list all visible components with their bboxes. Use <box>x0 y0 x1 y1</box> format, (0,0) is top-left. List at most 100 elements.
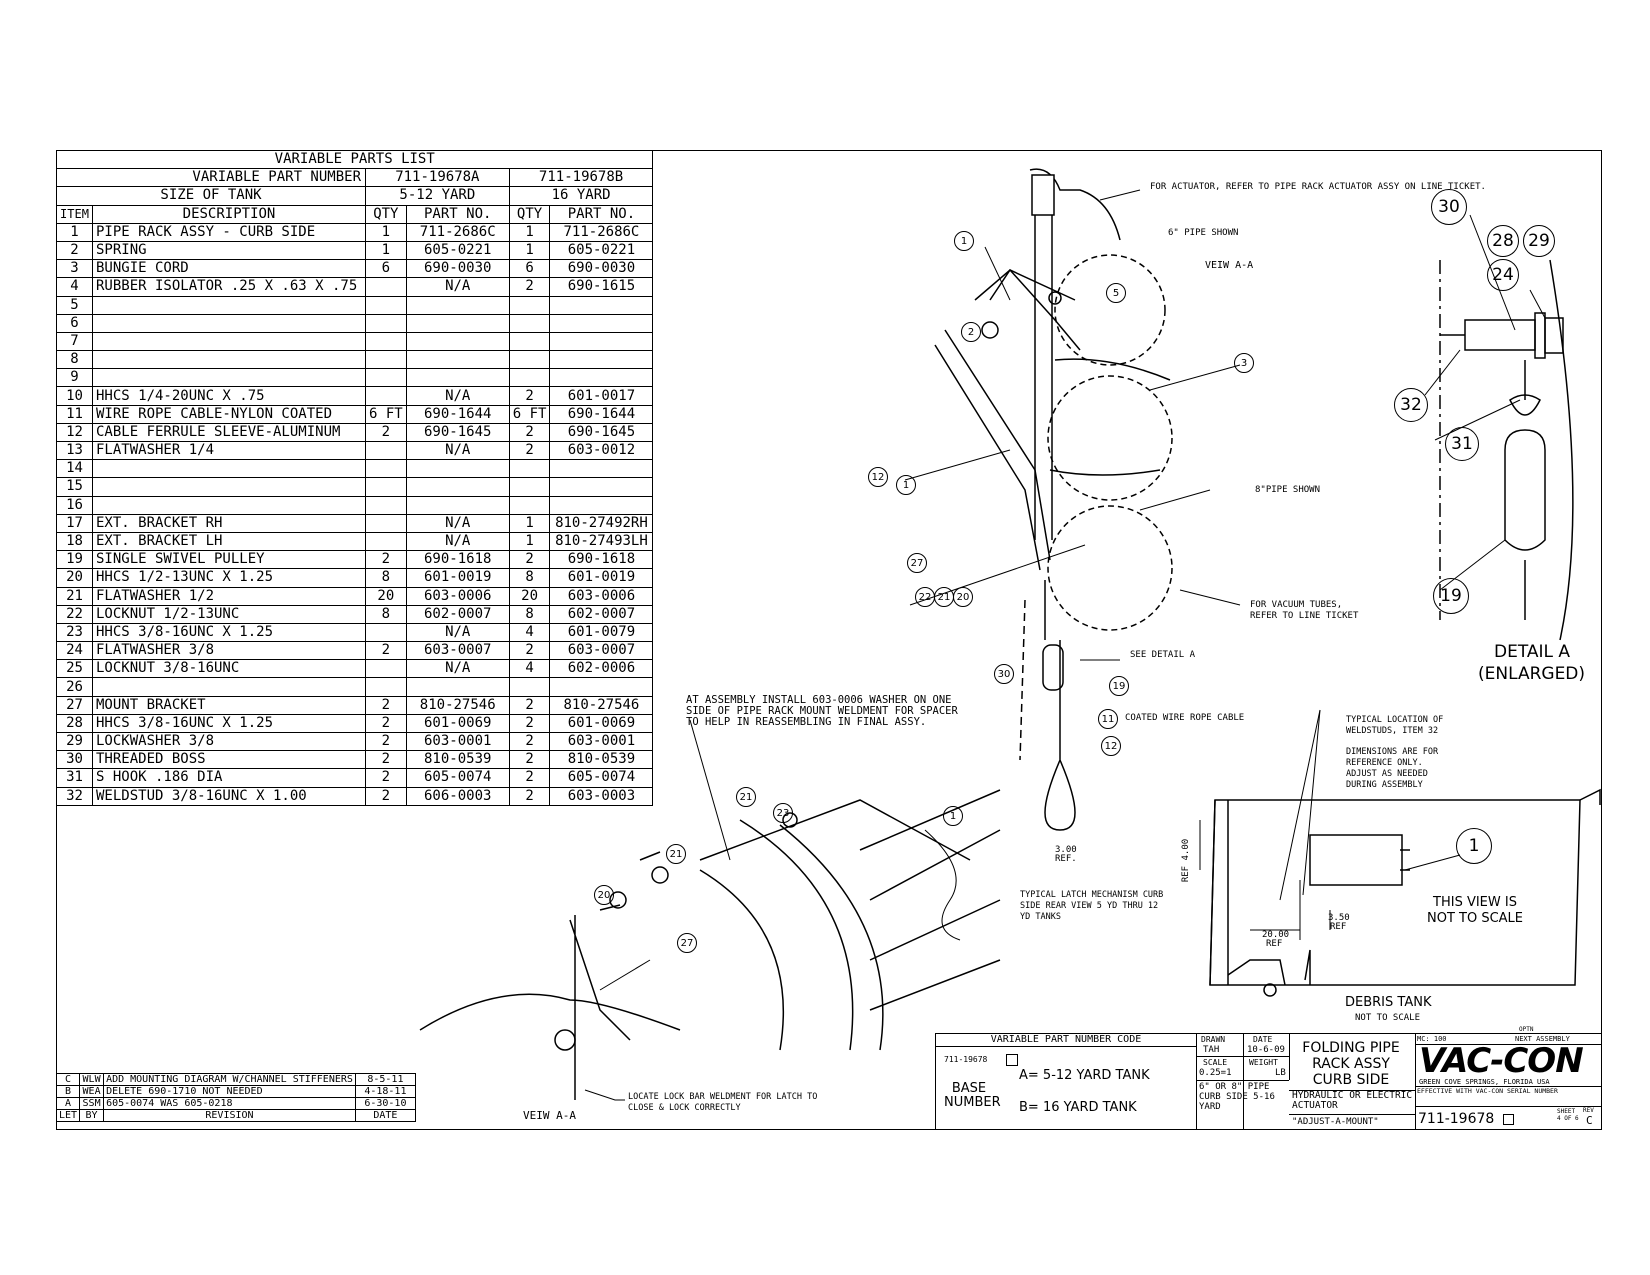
tb-rule6 <box>1415 1086 1601 1087</box>
desc-cell: WIRE ROPE CABLE-NYLON COATED <box>92 404 366 424</box>
item-balloon: 24 <box>1487 259 1519 291</box>
pipe-rack-main-view <box>934 168 1173 831</box>
tb-scale: 0.25=1 <box>1199 1068 1232 1078</box>
part-a-cell: 605-0221 <box>405 240 510 261</box>
note-not-scale: THIS VIEW IS NOT TO SCALE <box>1426 895 1523 926</box>
item-balloon: 20 <box>594 885 614 905</box>
note-dims-ref: DIMENSIONS ARE FOR REFERENCE ONLY. ADJUS… <box>1346 747 1439 790</box>
revision-let: B <box>55 1085 81 1098</box>
tb-rule7 <box>1415 1106 1601 1107</box>
dim-300: 3.00 <box>1055 845 1077 855</box>
tb-rule1 <box>1197 1056 1289 1057</box>
tb-date: 10-6-09 <box>1247 1045 1285 1055</box>
tb-col2 <box>1243 1034 1290 1080</box>
item-cell: 32 <box>56 786 93 806</box>
note-weldstuds: TYPICAL LOCATION OF WELDSTUDS, ITEM 32 <box>1346 715 1444 736</box>
dim-400-ref: REF 4.00 <box>1181 838 1192 883</box>
item-balloon: 5 <box>1106 283 1126 303</box>
code-base-label: BASE NUMBER <box>944 1081 1001 1110</box>
desc-cell: LOCKNUT 3/8-16UNC <box>92 659 366 679</box>
qty-b-cell: 2 <box>508 277 551 297</box>
tb-date-lbl: DATE <box>1253 1035 1273 1044</box>
part-b-cell: 690-1615 <box>549 277 654 297</box>
size-label: SIZE OF TANK <box>56 186 366 206</box>
note-assembly: AT ASSEMBLY INSTALL 603-0006 WASHER ON O… <box>686 694 958 728</box>
tb-col3 <box>1289 1034 1416 1130</box>
tb-actuator: HYDRAULIC OR ELECTRIC ACTUATOR <box>1292 1090 1413 1111</box>
desc-cell: THREADED BOSS <box>92 750 366 770</box>
item-balloon: 22 <box>915 587 935 607</box>
part-b-cell: 690-0030 <box>549 259 654 279</box>
note-pipe6: 6" PIPE SHOWN <box>1168 228 1239 238</box>
hdr-qty-a: QTY <box>365 204 407 224</box>
part-a-cell: 603-0006 <box>405 586 510 606</box>
part-b-cell: 602-0007 <box>549 604 654 624</box>
part-b-cell: 603-0003 <box>549 786 654 806</box>
desc-cell: BUNGIE CORD <box>92 259 366 279</box>
item-balloon: 19 <box>1109 676 1129 696</box>
desc-cell <box>92 368 366 388</box>
qty-b-cell: 2 <box>508 422 551 443</box>
debris-tank-label: DEBRIS TANK <box>1345 995 1432 1010</box>
col-a-size: 5-12 YARD <box>365 186 510 206</box>
desc-cell: LOCKWASHER 3/8 <box>92 731 366 752</box>
part-a-cell: 602-0007 <box>405 604 510 624</box>
parts-row: 5 <box>56 295 654 315</box>
variable-code-block: VARIABLE PART NUMBER CODE 711-19678 BASE… <box>935 1033 1197 1130</box>
desc-cell: HHCS 1/4-20UNC X .75 <box>92 386 366 406</box>
part-a-cell <box>405 459 510 479</box>
item-balloon: 1 <box>943 806 963 826</box>
item-balloon: 12 <box>868 467 888 487</box>
item-cell: 14 <box>56 459 93 479</box>
part-a-cell: N/A <box>405 277 510 297</box>
dim-350-ref: REF <box>1330 922 1347 932</box>
part-a-cell: N/A <box>405 531 510 552</box>
note-vacuum: FOR VACUUM TUBES, REFER TO LINE TICKET <box>1250 600 1359 621</box>
tb-next-lbl: NEXT ASSEMBLY <box>1515 1035 1570 1043</box>
part-a-cell <box>405 350 510 370</box>
dim-350: 3.50 <box>1328 913 1350 923</box>
note-actuator: FOR ACTUATOR, REFER TO PIPE RACK ACTUATO… <box>1150 182 1486 192</box>
item-cell: 31 <box>56 768 93 788</box>
item-balloon: 30 <box>994 664 1014 684</box>
desc-cell: FLATWASHER 1/4 <box>92 440 366 461</box>
part-b-cell: 810-27493LH <box>549 531 654 552</box>
detail-a-title: DETAIL A <box>1494 642 1571 662</box>
item-balloon: 1 <box>954 231 974 251</box>
tb-rule5 <box>1415 1044 1601 1045</box>
hdr-item: ITEM <box>56 204 93 224</box>
desc-cell <box>92 477 366 497</box>
part-a-cell: 690-1645 <box>405 422 510 443</box>
item-cell: 15 <box>56 477 93 497</box>
revision-date: 4-18-11 <box>354 1085 416 1098</box>
revision-hdr-by: BY <box>79 1109 105 1122</box>
tb-drawn: TAH <box>1203 1045 1220 1055</box>
item-balloon: 21 <box>736 787 756 807</box>
note-see-detail: SEE DETAIL A <box>1130 650 1196 660</box>
debris-tank-ns: NOT TO SCALE <box>1355 1013 1421 1023</box>
parts-row: 15 <box>56 477 654 497</box>
desc-cell: SINGLE SWIVEL PULLEY <box>92 550 366 570</box>
desc-cell <box>92 295 366 315</box>
revision-hdr-let: LET <box>55 1109 81 1122</box>
code-base-num: 711-19678 <box>944 1055 988 1064</box>
item-balloon: 3 <box>1234 353 1254 373</box>
note-view-aa-top: VEIW A-A <box>1205 260 1254 271</box>
desc-cell: HHCS 3/8-16UNC X 1.25 <box>92 713 366 734</box>
code-b: B= 16 YARD TANK <box>1019 1100 1137 1115</box>
part-a-cell <box>405 331 510 352</box>
note-lockbar: LOCATE LOCK BAR WELDMENT FOR LATCH TO CL… <box>628 1092 818 1113</box>
hdr-part-a: PART NO. <box>405 204 510 224</box>
item-balloon: 20 <box>953 587 973 607</box>
tb-mc: MC: 100 <box>1417 1035 1447 1043</box>
desc-cell: HHCS 1/2-13UNC X 1.25 <box>92 568 366 588</box>
part-b-cell <box>549 350 654 370</box>
